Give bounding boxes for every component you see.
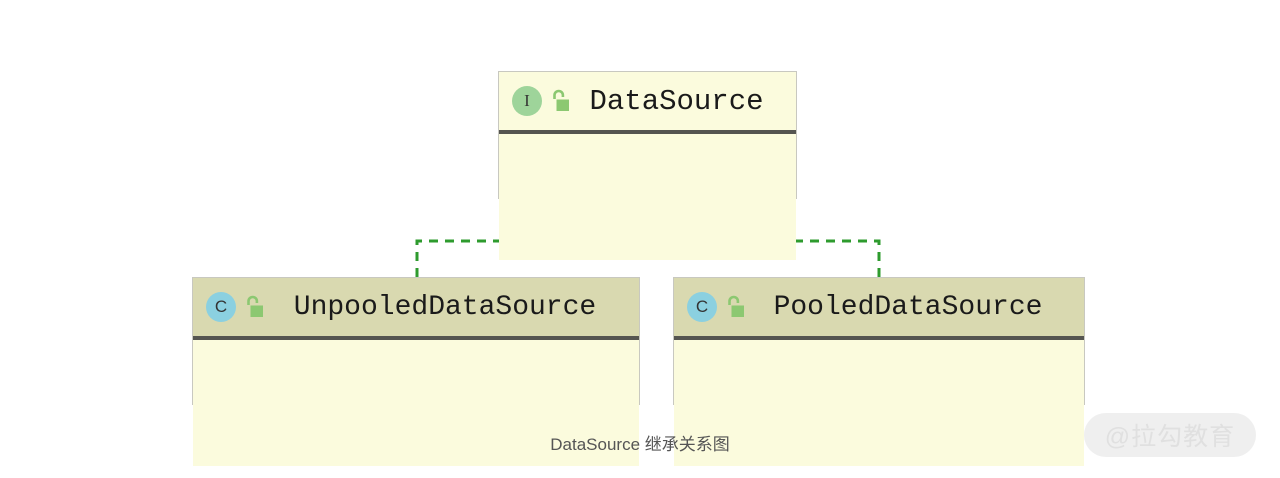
uml-node-unpooleddatasource[interactable]: C UnpooledDataSource <box>192 277 640 466</box>
uml-node-title: DataSource <box>589 84 764 118</box>
uml-node-header: I DataSource <box>499 72 796 134</box>
uml-node-header: C UnpooledDataSource <box>193 278 639 340</box>
watermark-badge: @拉勾教育 <box>1084 413 1256 457</box>
uml-node-datasource[interactable]: I DataSource <box>498 71 797 260</box>
uml-node-title: PooledDataSource <box>773 291 1043 323</box>
diagram-caption: DataSource 继承关系图 <box>550 435 730 454</box>
uml-node-title: UnpooledDataSource <box>293 291 597 323</box>
open-lock-icon <box>243 295 265 319</box>
uml-node-members <box>193 340 639 466</box>
class-badge-icon: C <box>206 292 236 322</box>
open-lock-icon <box>724 295 746 319</box>
uml-node-members <box>674 340 1084 466</box>
uml-node-pooleddatasource[interactable]: C PooledDataSource <box>673 277 1085 466</box>
open-lock-icon <box>549 89 571 113</box>
uml-node-members <box>499 134 796 260</box>
interface-badge-icon: I <box>512 86 542 116</box>
class-badge-icon: C <box>687 292 717 322</box>
uml-node-header: C PooledDataSource <box>674 278 1084 340</box>
